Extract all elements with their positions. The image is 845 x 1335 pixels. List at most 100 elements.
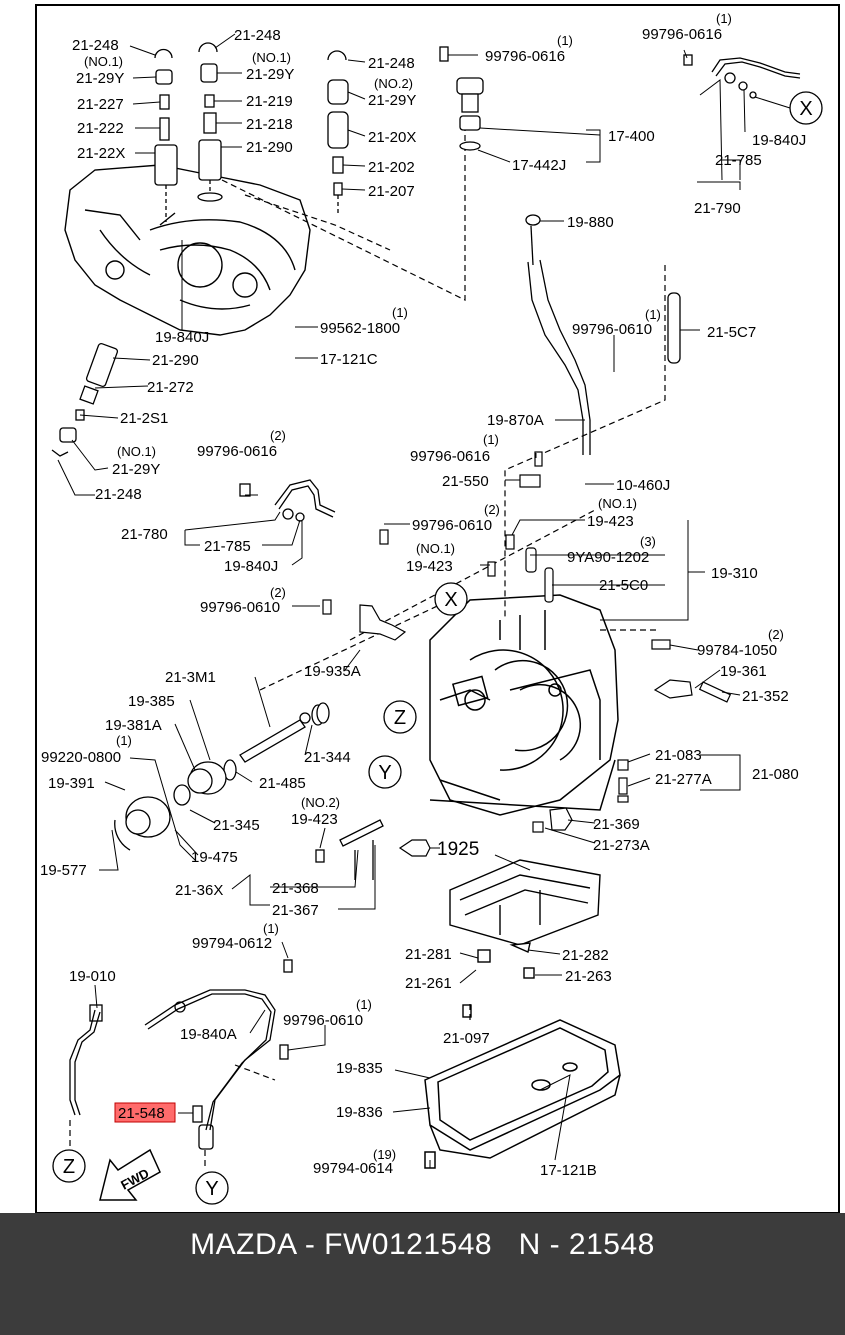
part-label: 21-5C7 bbox=[707, 324, 756, 341]
part-label: 21-219 bbox=[246, 93, 293, 110]
part-label: (2) bbox=[768, 627, 784, 642]
part-label: 99796-0616 bbox=[197, 443, 277, 460]
part-label: 1925 bbox=[437, 839, 479, 860]
part-label: 19-423 bbox=[587, 513, 634, 530]
part-label: 21-261 bbox=[405, 975, 452, 992]
valve-stack-right bbox=[327, 50, 349, 215]
part-label: 21-29Y bbox=[246, 66, 294, 83]
footer-bar bbox=[0, 1213, 845, 1335]
part-label: 21-272 bbox=[147, 379, 194, 396]
part-label: 9YA90-1202 bbox=[567, 549, 649, 566]
part-label: 99796-0616 bbox=[642, 26, 722, 43]
part-label: (NO.2) bbox=[301, 795, 340, 810]
part-label: 21-352 bbox=[742, 688, 789, 705]
part-label: (1) bbox=[716, 11, 732, 26]
part-label: 19-836 bbox=[336, 1104, 383, 1121]
part-label: (1) bbox=[483, 432, 499, 447]
part-label: 99796-0610 bbox=[283, 1012, 363, 1029]
part-label: 21-3M1 bbox=[165, 669, 216, 686]
part-label: 21-20X bbox=[368, 129, 416, 146]
marker-z-bottom: Z bbox=[52, 1149, 86, 1183]
dashed-guides-lower bbox=[69, 1000, 471, 1170]
part-label: 21-273A bbox=[593, 837, 650, 854]
part-label: 21-248 bbox=[95, 486, 142, 503]
part-label: 19-935A bbox=[304, 663, 361, 680]
part-label: 21-550 bbox=[442, 473, 489, 490]
marker-y-center: Y bbox=[368, 755, 402, 789]
part-label: 17-121B bbox=[540, 1162, 597, 1179]
part-label: 19-870A bbox=[487, 412, 544, 429]
part-label: 17-121C bbox=[320, 351, 378, 368]
part-label: 19-423 bbox=[406, 558, 453, 575]
part-label: 21-548 bbox=[118, 1105, 165, 1122]
svg-text:Y: Y bbox=[205, 1178, 218, 1200]
part-label: 21-344 bbox=[304, 749, 351, 766]
oil-pipe-left bbox=[239, 479, 336, 522]
part-label: 17-400 bbox=[608, 128, 655, 145]
part-label: (1) bbox=[263, 921, 279, 936]
part-label: 21-367 bbox=[272, 902, 319, 919]
part-label: 21-369 bbox=[593, 816, 640, 833]
part-label: (1) bbox=[557, 33, 573, 48]
main-housing-drawing bbox=[429, 594, 619, 816]
shaft-assembly bbox=[114, 702, 330, 851]
part-label: (3) bbox=[640, 534, 656, 549]
part-label: 21-248 bbox=[368, 55, 415, 72]
part-label: (NO.1) bbox=[117, 444, 156, 459]
part-label: (NO.1) bbox=[252, 50, 291, 65]
sensor-stack-left bbox=[51, 342, 119, 457]
hardware-center bbox=[322, 451, 732, 703]
oil-pan bbox=[424, 1019, 621, 1169]
part-label: 21-080 bbox=[752, 766, 799, 783]
part-label: (1) bbox=[116, 733, 132, 748]
part-label: 21-345 bbox=[213, 817, 260, 834]
part-label: (19) bbox=[373, 1147, 396, 1162]
svg-text:X: X bbox=[444, 589, 457, 611]
part-label: 19-880 bbox=[567, 214, 614, 231]
svg-text:Y: Y bbox=[378, 762, 391, 784]
part-label: (1) bbox=[392, 305, 408, 320]
part-label: 19-010 bbox=[69, 968, 116, 985]
part-label: (NO.1) bbox=[84, 54, 123, 69]
dashed-guides-upper bbox=[221, 130, 466, 301]
part-label: 21-222 bbox=[77, 120, 124, 137]
marker-x-center: X bbox=[434, 582, 468, 616]
part-label: 21-29Y bbox=[368, 92, 416, 109]
part-label: 21-207 bbox=[368, 183, 415, 200]
part-label: (1) bbox=[356, 997, 372, 1012]
part-label: 99796-0616 bbox=[485, 48, 565, 65]
part-label: 21-780 bbox=[121, 526, 168, 543]
part-labels: 21-248 (NO.1) 21-29Y 21-227 21-222 21-22… bbox=[40, 11, 806, 1179]
part-label: 21-36X bbox=[175, 882, 223, 899]
part-label: 21-785 bbox=[204, 538, 251, 555]
part-label: 21-29Y bbox=[112, 461, 160, 478]
part-label: 21-485 bbox=[259, 775, 306, 792]
part-label: 19-385 bbox=[128, 693, 175, 710]
part-label: 21-368 bbox=[272, 880, 319, 897]
part-label: 21-290 bbox=[246, 139, 293, 156]
part-label: 21-5C0 bbox=[599, 577, 648, 594]
part-label: (2) bbox=[484, 502, 500, 517]
transmission-case-drawing bbox=[64, 164, 311, 336]
cable-harness bbox=[69, 959, 293, 1150]
part-label: 17-442J bbox=[512, 157, 566, 174]
marker-y-bottom: Y bbox=[195, 1171, 229, 1205]
solenoid-assembly bbox=[439, 46, 484, 151]
pointing-hand-icon bbox=[398, 839, 431, 857]
marker-z-center: Z bbox=[383, 700, 417, 734]
part-label: 99796-0616 bbox=[410, 448, 490, 465]
part-label: (NO.2) bbox=[374, 76, 413, 91]
part-label: 19-381A bbox=[105, 717, 162, 734]
part-label: 19-361 bbox=[720, 663, 767, 680]
part-label: 21-227 bbox=[77, 96, 124, 113]
part-label: 19-423 bbox=[291, 811, 338, 828]
part-label: 99562-1800 bbox=[320, 320, 400, 337]
part-label: 19-840J bbox=[155, 329, 209, 346]
part-label: 99796-0610 bbox=[200, 599, 280, 616]
svg-text:X: X bbox=[799, 98, 812, 120]
valve-stack-middle bbox=[197, 42, 223, 202]
part-label: 21-083 bbox=[655, 747, 702, 764]
part-label: 21-785 bbox=[715, 152, 762, 169]
part-label: (2) bbox=[270, 585, 286, 600]
